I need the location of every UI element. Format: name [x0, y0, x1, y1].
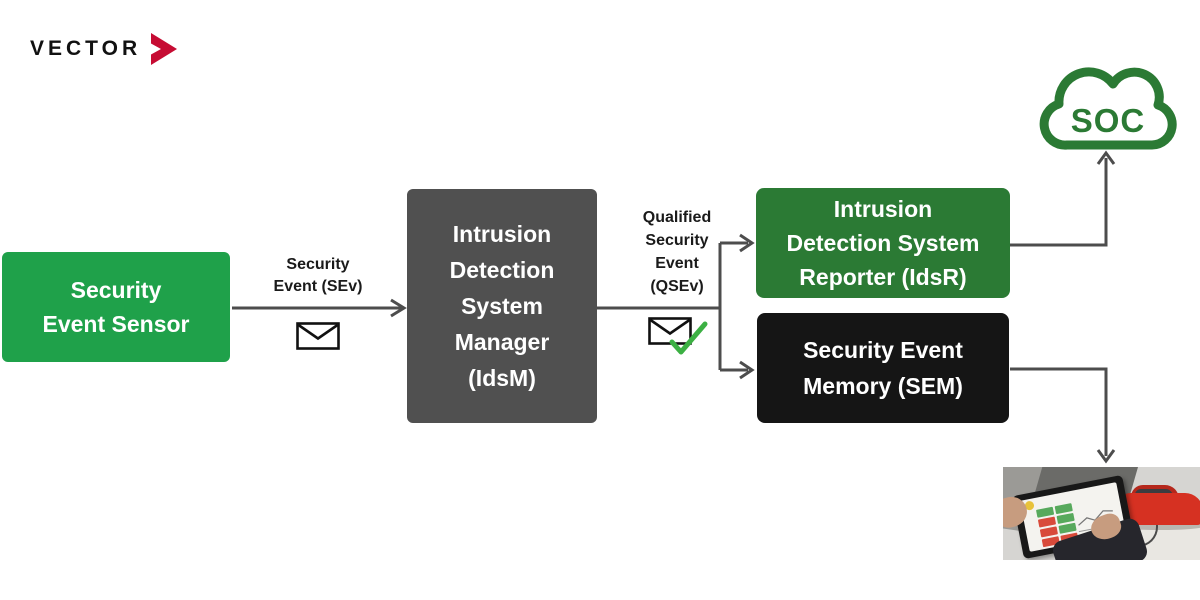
vector-logo-text: VECTOR [30, 37, 142, 60]
edge-label-line: Event [655, 255, 699, 272]
node-label-line: (IdsM) [468, 365, 536, 391]
node-label-line: Reporter (IdsR) [799, 264, 967, 290]
node-intrusion-detection-system-manager: Intrusion Detection System Manager (IdsM… [407, 189, 597, 423]
edge-label-line: Security [645, 232, 709, 249]
envelope-check-icon [648, 317, 708, 355]
tablet-photo [1003, 467, 1200, 560]
node-label-line: Intrusion [452, 221, 552, 247]
node-security-event-memory: Security Event Memory (SEM) [757, 313, 1009, 423]
cloud-outline [1039, 67, 1177, 150]
soc-label: SOC [1071, 102, 1146, 139]
envelope-icon [296, 322, 340, 350]
edge-label-line: Security [286, 256, 350, 273]
node-label-line: Memory (SEM) [803, 373, 963, 399]
edge-idsr-to-soc-arrow [1010, 150, 1116, 247]
edge-sev-arrow [232, 298, 407, 318]
vector-logo: VECTOR [30, 32, 179, 66]
node-label-line: Intrusion [833, 196, 933, 222]
node-label-line: System [461, 293, 543, 319]
node-label-line: Event Sensor [42, 311, 190, 337]
node-label-line: Security Event [803, 337, 963, 363]
node-label-line: Detection [449, 257, 555, 283]
checkmark-icon [669, 321, 708, 355]
node-label-line: Manager [454, 329, 550, 355]
node-security-event-sensor: Security Event Sensor [2, 252, 230, 362]
edge-label-line: Event (SEv) [273, 278, 363, 295]
edge-label-qsev: Qualified Security Event (QSEv) [616, 206, 738, 298]
node-intrusion-detection-system-reporter: Intrusion Detection System Reporter (Ids… [756, 188, 1010, 298]
soc-cloud: SOC [1039, 67, 1177, 150]
edge-label-line: Qualified [642, 209, 712, 226]
edge-sem-to-tester-arrow [1010, 367, 1116, 464]
vector-chevron-icon [151, 33, 178, 65]
node-label-line: Detection System [786, 230, 980, 256]
edge-label-sev: Security Event (SEv) [248, 254, 388, 298]
edge-label-line: (QSEv) [650, 278, 704, 295]
node-label-line: Security [70, 277, 162, 303]
